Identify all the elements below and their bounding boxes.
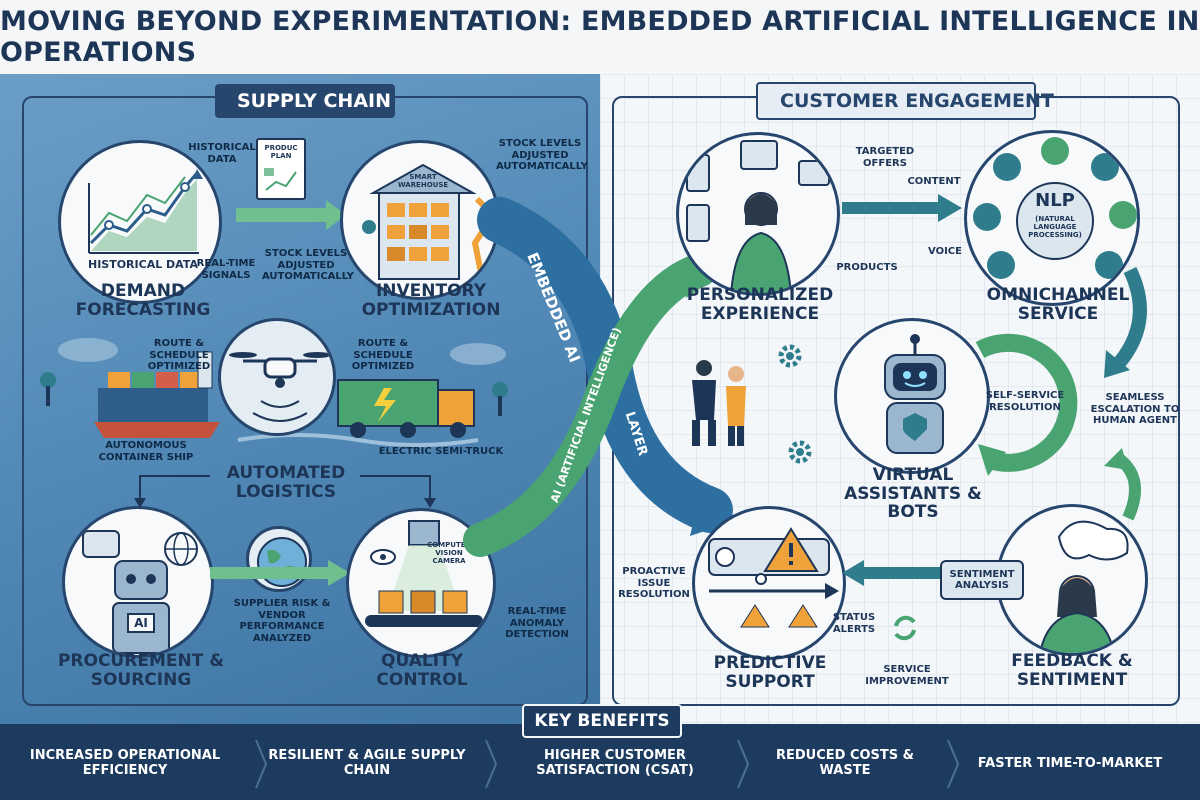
- benefit-item-efficiency: INCREASED OPERATIONAL EFFICIENCY: [29, 748, 221, 778]
- arrow-demand-to-inventory: [236, 200, 346, 230]
- semi-truck-note: ELECTRIC SEMI-TRUCK: [378, 446, 504, 457]
- product-plan-document: PRODUC PLAN: [256, 138, 306, 200]
- logistics-branch-arrows: [134, 475, 436, 508]
- voice-note: VOICE: [928, 246, 962, 257]
- gear-icon: [778, 344, 802, 368]
- anomaly-detection-note: REAL-TIME ANOMALY DETECTION: [505, 606, 569, 640]
- inventory-optimization-label: INVENTORY OPTIMIZATION: [361, 281, 501, 320]
- supply-chain-heading: SUPPLY CHAIN: [215, 84, 395, 118]
- predictive-circle: [692, 506, 846, 660]
- route-left-note: ROUTE & SCHEDULE OPTIMIZED: [147, 338, 211, 372]
- smart-warehouse-label: SMART WAREHOUSE: [397, 173, 449, 190]
- title-bar: MOVING BEYOND EXPERIMENTATION: EMBEDDED …: [0, 0, 1200, 74]
- historical-data-note: HISTORICAL DATA: [188, 142, 256, 165]
- arrow-feedback-to-predictive: [842, 560, 952, 586]
- key-benefits-heading: KEY BENEFITS: [522, 704, 682, 738]
- drone-icon: [229, 352, 331, 422]
- arrow-procurement-to-quality: [210, 560, 350, 586]
- warehouse-icon: [362, 163, 497, 284]
- demand-forecasting-label: DEMAND FORECASTING: [75, 281, 211, 320]
- support-people-icon: [692, 360, 746, 446]
- customer-icon: [686, 140, 830, 293]
- sentiment-bubble: SENTIMENT ANALYSIS: [940, 560, 1024, 600]
- customer-engagement-heading: CUSTOMER ENGAGEMENT: [756, 82, 1054, 120]
- line-chart-icon: [88, 169, 203, 254]
- mini-chart-icon: [264, 168, 297, 191]
- nlp-label: NLP: [1035, 190, 1075, 211]
- automated-logistics-label: AUTOMATED LOGISTICS: [226, 463, 346, 502]
- status-alerts-note: STATUS ALERTS: [832, 612, 876, 635]
- benefit-item-time-to-market: FASTER TIME-TO-MARKET: [977, 755, 1163, 771]
- supplier-risk-note: SUPPLIER RISK & VENDOR PERFORMANCE ANALY…: [233, 598, 331, 644]
- inventory-circle: SMART WAREHOUSE: [340, 140, 500, 300]
- chart-caption: HISTORICAL DATA: [87, 258, 199, 271]
- stock-levels-bottom-note: STOCK LEVELS ADJUSTED AUTOMATICALLY: [262, 248, 354, 282]
- robot-icon: [82, 530, 198, 654]
- conveyor-icon: [365, 520, 483, 627]
- feedback-label: FEEDBACK & SENTIMENT: [1011, 651, 1133, 690]
- logistics-scene: [40, 338, 508, 447]
- benefit-item-supply-chain: RESILIENT & AGILE SUPPLY CHAIN: [268, 748, 466, 778]
- predictive-label: PREDICTIVE SUPPORT: [713, 653, 827, 692]
- realtime-signals-note: REAL-TIME SIGNALS: [196, 258, 256, 281]
- gear-icon-secondary: [788, 440, 812, 464]
- page-title: MOVING BEYOND EXPERIMENTATION: EMBEDDED …: [0, 6, 1200, 68]
- omnichannel-label: OMNICHANNEL SERVICE: [986, 285, 1130, 324]
- bot-icon: [884, 334, 946, 454]
- stock-levels-top-note: STOCK LEVELS ADJUSTED AUTOMATICALLY: [496, 138, 588, 172]
- chevron-right-icon: [737, 739, 750, 789]
- computer-vision-label: COMPUTER VISION CAMERA: [427, 541, 471, 566]
- assistants-label: VIRTUAL ASSISTANTS & BOTS: [844, 465, 982, 523]
- arrow-feedback-to-assistants: [1104, 448, 1141, 521]
- arrow-personalized-to-omnichannel: [842, 194, 962, 222]
- content-note: CONTENT: [907, 176, 961, 187]
- quality-control-label: QUALITY CONTROL: [376, 651, 468, 690]
- personalized-label: PERSONALIZED EXPERIENCE: [686, 285, 834, 324]
- demand-forecasting-circle: HISTORICAL DATA: [58, 140, 222, 304]
- procurement-circle: AI: [62, 506, 214, 658]
- container-ship-note: AUTONOMOUS CONTAINER SHIP: [98, 440, 194, 463]
- procurement-label: PROCUREMENT & SOURCING: [57, 651, 225, 690]
- route-right-note: ROUTE & SCHEDULE OPTIMIZED: [351, 338, 415, 372]
- chevron-right-icon: [255, 739, 268, 789]
- arrow-omnichannel-to-escalation: [1104, 266, 1147, 378]
- self-service-loop: [975, 333, 1078, 476]
- escalation-note: SEAMLESS ESCALATION TO HUMAN AGENT: [1090, 392, 1180, 426]
- product-plan-label: PRODUC PLAN: [264, 144, 298, 161]
- drone-circle: [218, 318, 336, 436]
- timeline-icon: [708, 527, 839, 628]
- chevron-right-icon: [947, 739, 960, 789]
- self-service-note: SELF-SERVICE RESOLUTION: [985, 390, 1065, 413]
- channels-icon: [973, 137, 1137, 279]
- proactive-note: PROACTIVE ISSUE RESOLUTION: [618, 566, 690, 600]
- personalized-circle: [676, 132, 840, 296]
- omnichannel-circle: NLP (NATURAL LANGUAGE PROCESSING): [964, 130, 1140, 306]
- chevron-right-icon: [485, 739, 498, 789]
- ai-badge: AI: [127, 613, 155, 633]
- refresh-icon: [894, 615, 916, 641]
- benefits-bar: INCREASED OPERATIONAL EFFICIENCY RESILIE…: [0, 724, 1200, 800]
- service-improvement-note: SERVICE IMPROVEMENT: [865, 664, 949, 687]
- benefit-item-costs: REDUCED COSTS & WASTE: [775, 748, 915, 778]
- products-note: PRODUCTS: [836, 262, 898, 273]
- targeted-offers-note: TARGETED OFFERS: [855, 146, 915, 169]
- sentiment-analysis-note: SENTIMENT ANALYSIS: [949, 568, 1015, 592]
- assistants-circle: [834, 318, 990, 474]
- nlp-sub-label: (NATURAL LANGUAGE PROCESSING): [1028, 215, 1082, 240]
- sentiment-person-icon: [1039, 520, 1129, 653]
- benefit-item-csat: HIGHER CUSTOMER SATISFACTION (CSAT): [536, 748, 694, 778]
